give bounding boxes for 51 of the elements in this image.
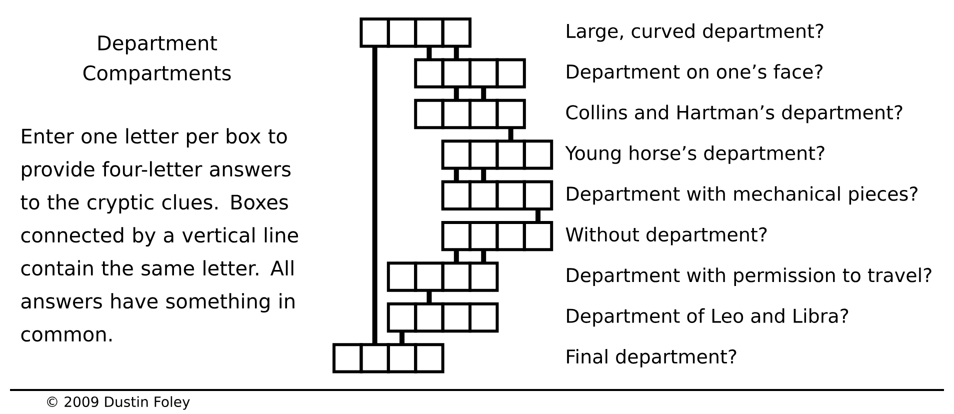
answer-box (360, 343, 390, 374)
clue-text: Department on one’s face? (567, 64, 822, 82)
answer-box (414, 262, 444, 292)
answer-box (441, 140, 472, 170)
answer-box (441, 18, 472, 48)
connector-line (508, 128, 514, 142)
answer-box (441, 262, 472, 292)
clue-text: Department with permission to travel? (567, 268, 932, 286)
answer-box (414, 58, 444, 88)
clue-text: Without department? (566, 226, 767, 246)
answer-box (441, 58, 472, 88)
connector-line (426, 46, 432, 60)
answer-box (522, 140, 554, 170)
answer-box (441, 221, 472, 252)
answer-box (468, 302, 499, 333)
answer-box (468, 262, 499, 292)
clue-text: Collins and Hartman’s department? (566, 104, 902, 124)
answer-box (522, 180, 554, 210)
answer-box (441, 98, 472, 130)
answer-box (414, 98, 444, 130)
connector-line (426, 290, 432, 304)
connector-line (454, 168, 459, 182)
clue-text: Department of Leo and Libra? (567, 308, 848, 327)
connector-line (481, 86, 486, 100)
clue-text: Large, curved department? (567, 23, 824, 42)
connector-line (454, 46, 459, 60)
answer-box (360, 18, 390, 48)
answer-box (414, 343, 444, 374)
connector-line (454, 250, 459, 264)
answer-box (414, 302, 444, 333)
clue-text: Young horse’s department? (565, 146, 824, 164)
connector-line (481, 250, 486, 264)
answer-box (496, 180, 526, 210)
answer-box (496, 98, 526, 130)
answer-box (522, 221, 554, 252)
connector-line (536, 209, 540, 222)
answer-box (496, 221, 526, 252)
answer-box (441, 302, 472, 333)
title: Department Compartments (83, 36, 231, 84)
connector-line (400, 331, 404, 345)
answer-box (496, 140, 526, 170)
instructions-text: Enter one letter per box to provide four-letter answers to the cryptic clues. Boxes connected by a vertical line contain the same letter. All answers have something in common. (20, 128, 298, 342)
clue-text: Final department? (567, 349, 736, 368)
connector-line (372, 46, 378, 345)
answer-box (441, 180, 472, 210)
answer-box (496, 58, 526, 88)
connector-line (454, 86, 459, 100)
copyright-text: © 2009 Dustin Foley (47, 396, 190, 410)
connector-line (481, 168, 486, 182)
clue-text: Department with mechanical pieces? (567, 186, 918, 205)
answer-box (414, 18, 444, 48)
